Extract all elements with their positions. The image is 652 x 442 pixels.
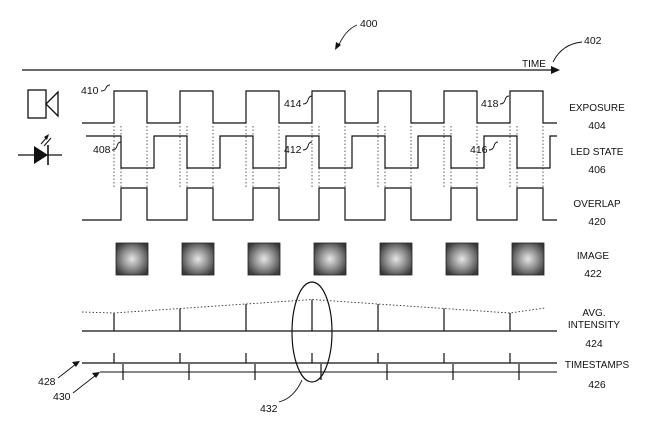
- callout-430-arrow: [72, 374, 97, 394]
- image-frame-4: [313, 242, 347, 276]
- callout-410: 410: [81, 85, 99, 97]
- image-frame-5: [379, 242, 413, 276]
- row-label-intensity: AVG. INTENSITY 424: [568, 308, 621, 350]
- overlap-label: OVERLAP: [573, 199, 621, 210]
- callout-408: 408: [93, 144, 111, 156]
- intensity-envelope: [81, 299, 546, 314]
- callout-416: 416: [470, 144, 488, 156]
- exposure-signal: [82, 90, 557, 124]
- exposure-label: EXPOSURE: [569, 103, 625, 114]
- intensity-label-line2: INTENSITY: [568, 320, 621, 331]
- image-frame-7: [511, 242, 545, 276]
- exposure-ref: 404: [588, 120, 606, 132]
- led-state-signal: [86, 135, 557, 169]
- row-label-image: IMAGE 422: [577, 251, 610, 280]
- callout-432: 432: [260, 403, 278, 415]
- callout-416-leader: [488, 141, 499, 151]
- callout-418-leader: [499, 95, 510, 105]
- overlap-signal: [82, 187, 557, 221]
- callout-418: 418: [481, 98, 499, 110]
- callout-414: 414: [284, 98, 302, 110]
- image-ref: 422: [584, 268, 602, 280]
- led-state-label: LED STATE: [571, 147, 624, 158]
- time-axis-ref: 402: [584, 35, 602, 47]
- intensity-label-line1: AVG.: [582, 308, 605, 319]
- callout-432-leader: [278, 379, 303, 403]
- row-label-timestamps: TIMESTAMPS 426: [565, 360, 630, 391]
- row-label-led-state: LED STATE 406: [571, 147, 624, 176]
- led-state-waveform: [86, 135, 557, 169]
- time-axis-ref-leader: [552, 41, 583, 63]
- timestamps-plot: [82, 353, 557, 380]
- image-frame-2: [181, 242, 215, 276]
- callout-430: 430: [53, 391, 71, 403]
- callout-428: 428: [38, 376, 56, 388]
- callout-410-leader: [100, 84, 111, 92]
- overlap-ref: 420: [588, 216, 606, 228]
- callout-408-leader: [111, 141, 122, 151]
- callout-414-leader: [302, 95, 313, 105]
- led-diode-icon: [18, 134, 62, 165]
- figure-ref-400: 400: [360, 18, 378, 30]
- callout-428-arrow: [57, 363, 77, 379]
- image-frames: [115, 242, 545, 276]
- image-frame-1: [115, 242, 149, 276]
- overlap-waveform: [82, 187, 557, 221]
- figure-ref-arrowhead: [335, 42, 341, 50]
- highlight-ellipse: [291, 281, 333, 383]
- callout-412: 412: [284, 144, 302, 156]
- time-axis-label: TIME: [522, 59, 546, 70]
- row-label-exposure: EXPOSURE 404: [569, 103, 625, 132]
- timestamps-label: TIMESTAMPS: [565, 360, 630, 371]
- row-label-overlap: OVERLAP 420: [573, 199, 621, 228]
- callout-428-arrowhead: [72, 361, 80, 367]
- image-frame-3: [247, 242, 281, 276]
- callout-430-arrowhead: [92, 372, 100, 378]
- alignment-guides: [113, 126, 544, 188]
- callout-412-leader: [302, 141, 313, 151]
- exposure-waveform: [82, 90, 557, 124]
- avg-intensity-plot: [81, 299, 557, 332]
- image-frame-6: [445, 242, 479, 276]
- intensity-ref: 424: [585, 338, 603, 350]
- time-axis-arrowhead: [551, 66, 560, 74]
- figure-ref-arrow: [337, 24, 358, 48]
- image-label: IMAGE: [577, 251, 610, 262]
- camera-icon: [27, 89, 59, 119]
- timestamps-ref: 426: [588, 379, 606, 391]
- led-state-ref: 406: [588, 164, 606, 176]
